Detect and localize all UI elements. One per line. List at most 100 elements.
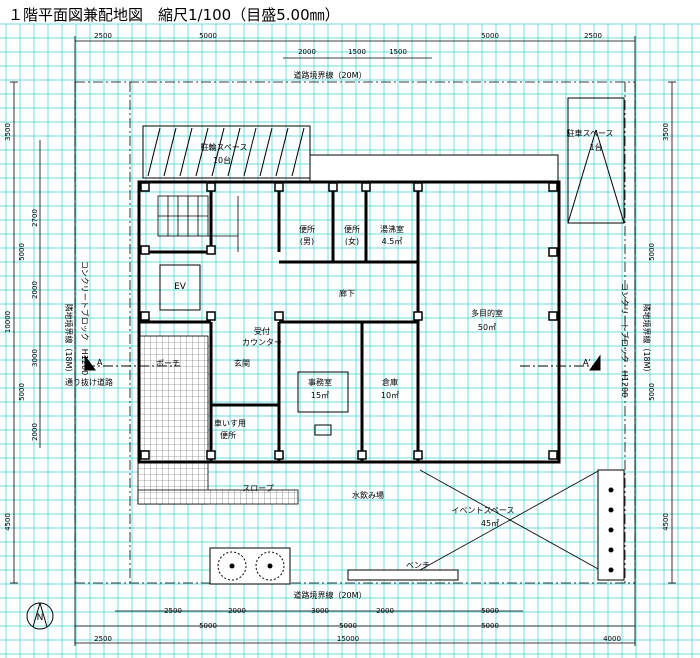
bicycle-count: 10台 <box>213 155 231 165</box>
elevator-shaft <box>159 264 201 311</box>
entrance-label: 玄関 <box>234 358 250 368</box>
north-label: N <box>37 613 44 623</box>
bicycle-parking <box>142 125 311 179</box>
boundary-right-label: 隣地境界線（18M） <box>642 303 652 376</box>
dim-left-6: 2700 <box>31 209 39 227</box>
column <box>361 182 371 192</box>
event-area: 45㎡ <box>481 519 499 528</box>
building-walls <box>137 180 561 464</box>
block-left-label: コンクリートブロック H1200 <box>80 261 90 375</box>
dim-top-3: 5000 <box>481 32 499 40</box>
dim-top-2: 5000 <box>199 32 217 40</box>
column <box>274 182 284 192</box>
dim-right-3: 5000 <box>648 383 656 401</box>
dim-right-2: 5000 <box>648 243 656 261</box>
drawing-title: １階平面図兼配地図 縮尺1/100（目盛5.00㎜） <box>8 6 340 24</box>
column <box>548 247 558 257</box>
dim-bot-6: 5000 <box>199 622 217 630</box>
reception-sub: カウンター <box>242 338 282 347</box>
kitchen-label: 湯沸室 <box>380 224 404 234</box>
column <box>357 450 367 460</box>
dim-left-4: 5000 <box>18 383 26 401</box>
column <box>140 311 150 321</box>
porch-label: ポーチ <box>156 359 180 368</box>
reception-label: 受付 <box>254 326 270 336</box>
planter-bottom <box>209 547 291 585</box>
section-markers <box>84 354 601 371</box>
column <box>206 182 216 192</box>
dim-left-5: 4500 <box>4 513 12 531</box>
dim-bot-4: 2000 <box>376 607 394 615</box>
ev-label: EV <box>174 282 187 292</box>
road-top-label: 道路境界線（20M） <box>293 70 366 80</box>
section-a-label: A <box>97 358 103 367</box>
road-left-label: 通り抜け道路 <box>65 377 113 387</box>
dim-right-1: 3500 <box>662 123 670 141</box>
office-label: 事務室 <box>308 377 332 387</box>
storage-area: 10㎡ <box>381 391 399 400</box>
column <box>413 311 423 321</box>
parking-count: 1台 <box>589 142 602 152</box>
column <box>548 450 558 460</box>
dim-bot-5: 5000 <box>481 607 499 615</box>
column <box>206 450 216 460</box>
bench <box>347 569 459 581</box>
bench-label: ベンチ <box>406 561 430 570</box>
planter-right <box>597 469 625 581</box>
planter-top <box>309 154 559 182</box>
column <box>206 245 216 255</box>
structural-columns <box>140 182 558 460</box>
dim-right-4: 4500 <box>662 513 670 531</box>
dim-left-7: 2000 <box>31 281 39 299</box>
dim-top-4: 2500 <box>584 32 602 40</box>
column <box>548 182 558 192</box>
section-a2-label: A' <box>583 358 591 367</box>
office-desk <box>297 371 349 436</box>
wc-female-label: 便所 <box>344 224 360 234</box>
dim-bot-3: 3000 <box>311 607 329 615</box>
column <box>206 311 216 321</box>
wc-male-label: 便所 <box>299 224 315 234</box>
wheelchair-wc-label: 車いす用 <box>214 418 246 428</box>
wheelchair-wc-sub: 便所 <box>220 430 236 440</box>
dimension-lines <box>10 36 676 646</box>
dim-top-6: 1500 <box>348 48 366 56</box>
column <box>140 245 150 255</box>
block-right-label: コンクリートブロック H1200 <box>620 283 630 397</box>
dim-left-8: 3000 <box>31 349 39 367</box>
road-bottom-label: 道路境界線（20M） <box>293 590 366 600</box>
parking-label: 駐車スペース <box>566 128 613 138</box>
event-space-lines <box>419 469 601 571</box>
wc-male-sub: (男) <box>300 237 314 246</box>
dim-bot-8: 5000 <box>481 622 499 630</box>
dim-bot-11: 4000 <box>603 635 621 643</box>
labels: 道路境界線（20M） 道路境界線（20M） 駐輪スペース 10台 駐車スペース … <box>37 70 652 623</box>
dim-left-3: 10000 <box>4 311 12 333</box>
dim-left-1: 3500 <box>4 123 12 141</box>
dim-bot-1: 2500 <box>164 607 182 615</box>
column <box>413 182 423 192</box>
wc-female-sub: (女) <box>345 236 359 246</box>
dim-top-1: 2500 <box>94 32 112 40</box>
column <box>274 450 284 460</box>
north-arrow <box>26 602 54 630</box>
bicycle-label: 駐輪スペース <box>200 142 247 152</box>
grid <box>0 23 700 658</box>
dim-left-9: 2000 <box>31 423 39 441</box>
slope-label: スロープ <box>242 484 274 493</box>
dim-bot-9: 2500 <box>94 635 112 643</box>
kitchen-area: 4.5㎡ <box>382 237 403 246</box>
office-area: 15㎡ <box>311 391 329 400</box>
staircase <box>157 195 239 252</box>
dim-bot-2: 2000 <box>228 607 246 615</box>
fountain-label: 水飲み場 <box>352 490 384 500</box>
boundary-left-label: 隣地境界線（18M） <box>64 303 74 376</box>
car-parking <box>567 97 625 224</box>
dim-bot-10: 15000 <box>337 635 359 643</box>
dim-bot-7: 5000 <box>339 622 357 630</box>
storage-label: 倉庫 <box>382 377 398 387</box>
dim-left-2: 5000 <box>18 243 26 261</box>
multi-room-label: 多目的室 <box>471 308 503 318</box>
corridor-label: 廊下 <box>339 288 355 298</box>
